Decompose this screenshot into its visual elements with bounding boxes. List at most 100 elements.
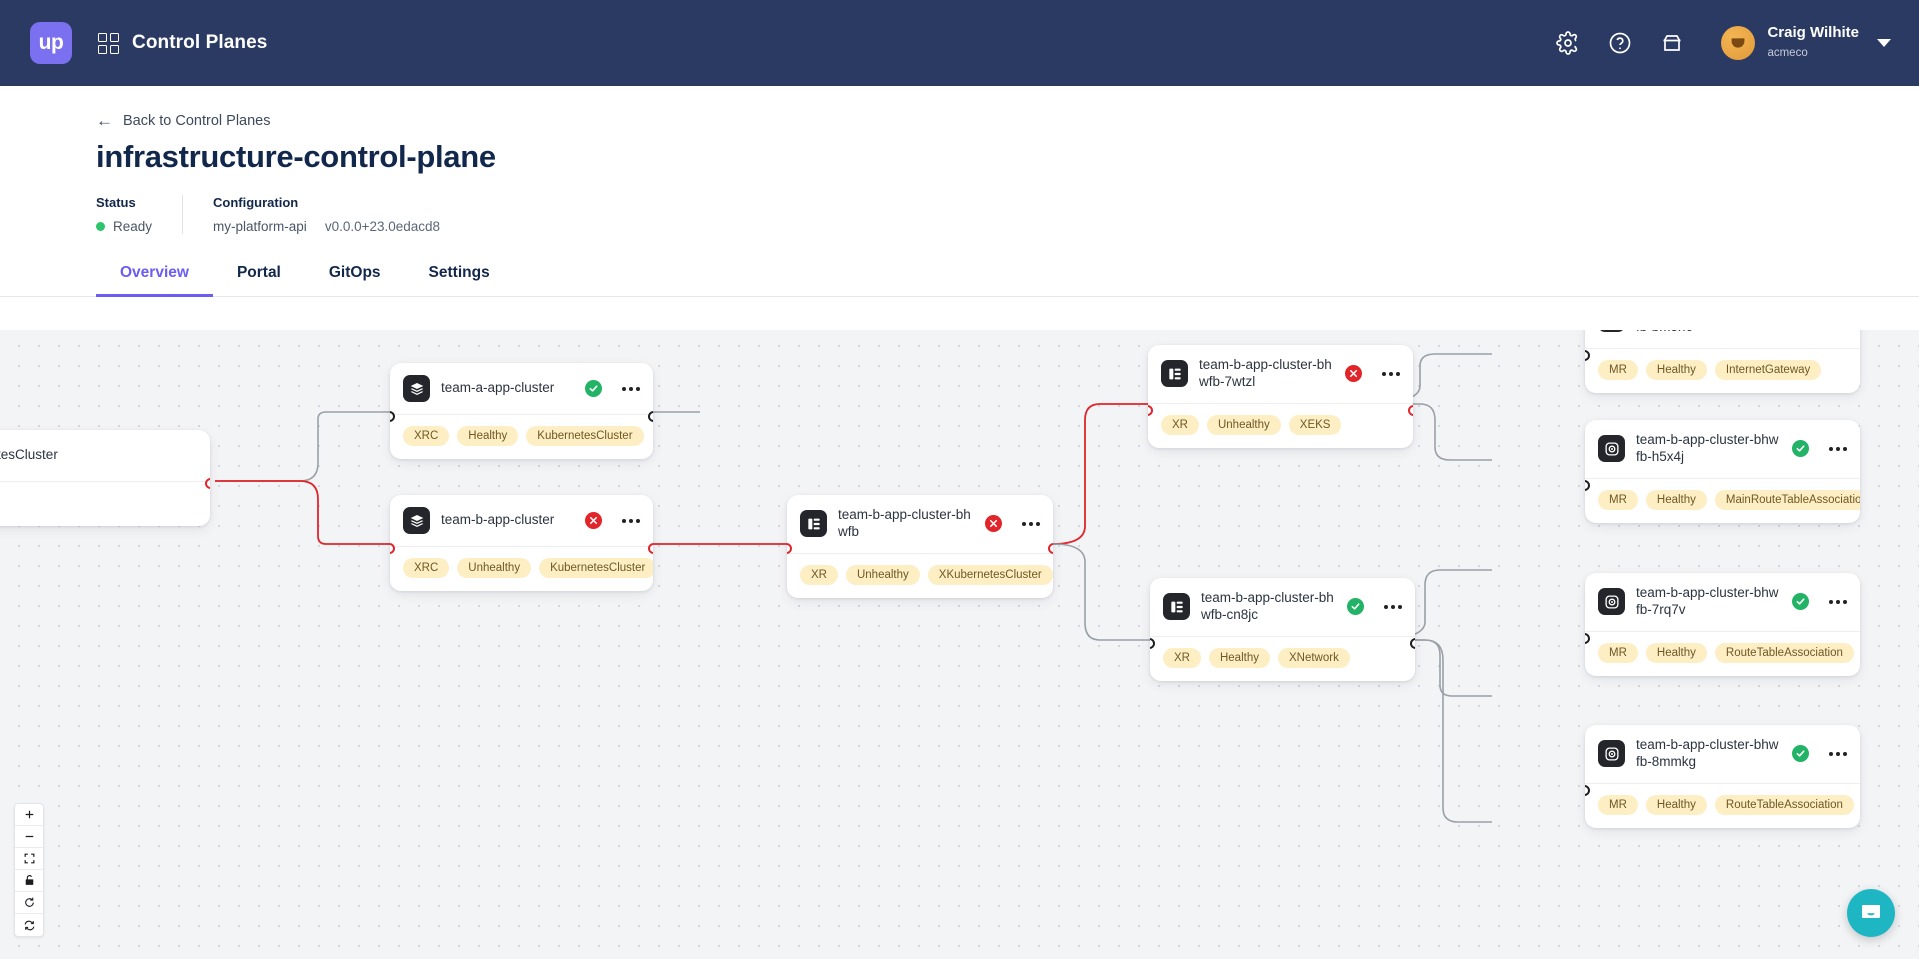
status-badge: Ready <box>113 219 153 234</box>
node-chip: Unhealthy <box>845 564 920 585</box>
node-chip: XRC <box>403 558 450 578</box>
node-title: team-b-app-cluster-bhwfb-h5x4j <box>1636 432 1779 464</box>
mr-icon <box>1598 330 1625 333</box>
node-port-right[interactable] <box>1048 543 1053 554</box>
graph-node-bhwfb-bm5h6[interactable]: team-b-app-cluster-bhwfb-bm5h6MRHealthyI… <box>1585 330 1860 393</box>
node-port-left[interactable] <box>1150 638 1155 649</box>
marketplace-icon[interactable] <box>1659 30 1685 56</box>
node-menu-button[interactable] <box>1373 371 1400 376</box>
metadata-row: Status Ready Configuration my-platform-a… <box>96 195 1919 234</box>
fit-view-button[interactable] <box>15 848 43 870</box>
node-chip: MR <box>1598 794 1638 815</box>
tab-portal[interactable]: Portal <box>236 264 281 281</box>
configuration-version: v0.0.0+23.0edacd8 <box>324 219 441 234</box>
node-status-healthy-icon <box>1792 593 1809 611</box>
node-menu-button[interactable] <box>613 518 640 523</box>
page-header: ← Back to Control Planes infrastructure-… <box>0 86 1919 234</box>
user-menu[interactable]: Craig Wilhite acmeco <box>1721 24 1891 62</box>
node-chip: MR <box>1598 642 1638 663</box>
node-header: team-b-app-cluster-bhwfb-7wtzl <box>1148 345 1413 403</box>
node-menu-button[interactable] <box>1375 604 1402 609</box>
node-status-healthy-icon <box>585 380 602 397</box>
node-menu-button[interactable] <box>1820 599 1847 604</box>
node-title: team-a-app-cluster <box>441 380 555 396</box>
node-menu-button[interactable] <box>1820 446 1847 451</box>
zoom-out-button[interactable] <box>15 826 43 848</box>
node-chip: MR <box>1598 489 1638 510</box>
node-port-right[interactable] <box>1410 638 1415 649</box>
node-chip: KubernetesCluster <box>526 426 644 446</box>
configuration-label: Configuration <box>213 195 299 210</box>
top-navigation-bar: up Control Planes Craig Wilhite acmeco <box>0 0 1919 86</box>
node-port-left[interactable] <box>1585 785 1590 796</box>
node-header: team-b-app-cluster-bhwfb-7rq7v <box>1585 573 1860 631</box>
graph-node-kubernetescluster[interactable]: KubernetesClusterAPI <box>0 430 210 526</box>
node-menu-button[interactable] <box>1013 521 1040 526</box>
mr-icon <box>1598 435 1625 463</box>
upbound-logo[interactable]: up <box>30 22 72 64</box>
configuration-block: Configuration my-platform-api v0.0.0+23.… <box>182 195 470 234</box>
node-title: team-b-app-cluster <box>441 512 555 528</box>
node-header: team-b-app-cluster-bhwfb-8mmkg <box>1585 725 1860 783</box>
node-chip: XR <box>1163 647 1201 668</box>
back-to-control-planes-link[interactable]: ← Back to Control Planes <box>96 112 271 129</box>
node-menu-button[interactable] <box>613 386 640 391</box>
back-link-label: Back to Control Planes <box>123 112 271 129</box>
node-port-right[interactable] <box>1408 405 1413 416</box>
node-port-left[interactable] <box>1585 633 1590 644</box>
node-menu-button[interactable] <box>1820 751 1847 756</box>
tab-overview[interactable]: Overview <box>96 254 213 297</box>
node-chip: Healthy <box>1645 642 1707 663</box>
node-port-left[interactable] <box>1148 405 1153 416</box>
gear-icon[interactable] <box>1555 30 1581 56</box>
node-port-right[interactable] <box>648 543 653 554</box>
node-port-left[interactable] <box>787 543 792 554</box>
reset-button[interactable] <box>15 892 43 914</box>
refresh-button[interactable] <box>15 914 43 936</box>
node-chip: Healthy <box>1645 359 1707 380</box>
mr-icon <box>1598 740 1625 768</box>
chat-widget-button[interactable] <box>1847 889 1895 937</box>
resource-graph-canvas[interactable]: KubernetesClusterAPI team-a-app-clusterXR… <box>0 330 1919 959</box>
user-name: Craig Wilhite <box>1767 24 1859 42</box>
node-chip: InternetGateway <box>1714 359 1822 380</box>
node-port-left[interactable] <box>1585 480 1590 491</box>
tab-settings[interactable]: Settings <box>428 264 490 281</box>
tab-gitops[interactable]: GitOps <box>328 264 381 281</box>
node-port-left[interactable] <box>390 543 395 554</box>
status-dot-icon <box>96 222 105 231</box>
node-port-left[interactable] <box>1585 350 1590 361</box>
xr-icon <box>800 510 827 538</box>
node-port-right[interactable] <box>205 478 210 489</box>
status-label: Status <box>96 195 136 210</box>
zoom-in-button[interactable] <box>15 804 43 826</box>
node-port-left[interactable] <box>390 411 395 422</box>
node-header: team-b-app-cluster <box>390 495 653 546</box>
node-title: team-b-app-cluster-bhwfb-8mmkg <box>1636 737 1779 769</box>
help-icon[interactable] <box>1607 30 1633 56</box>
nav-app-title: Control Planes <box>132 32 268 53</box>
lock-button[interactable] <box>15 870 43 892</box>
node-port-right[interactable] <box>648 411 653 422</box>
user-org: acmeco <box>1767 47 1808 59</box>
node-title: team-b-app-cluster-bhwfb-7wtzl <box>1199 357 1332 389</box>
node-chip: Healthy <box>1645 489 1707 510</box>
node-chip: KubernetesCluster <box>539 558 653 578</box>
control-planes-nav-section[interactable]: Control Planes <box>98 32 267 54</box>
avatar <box>1721 26 1756 60</box>
canvas-controls <box>14 803 44 937</box>
chevron-down-icon[interactable] <box>1877 39 1891 47</box>
